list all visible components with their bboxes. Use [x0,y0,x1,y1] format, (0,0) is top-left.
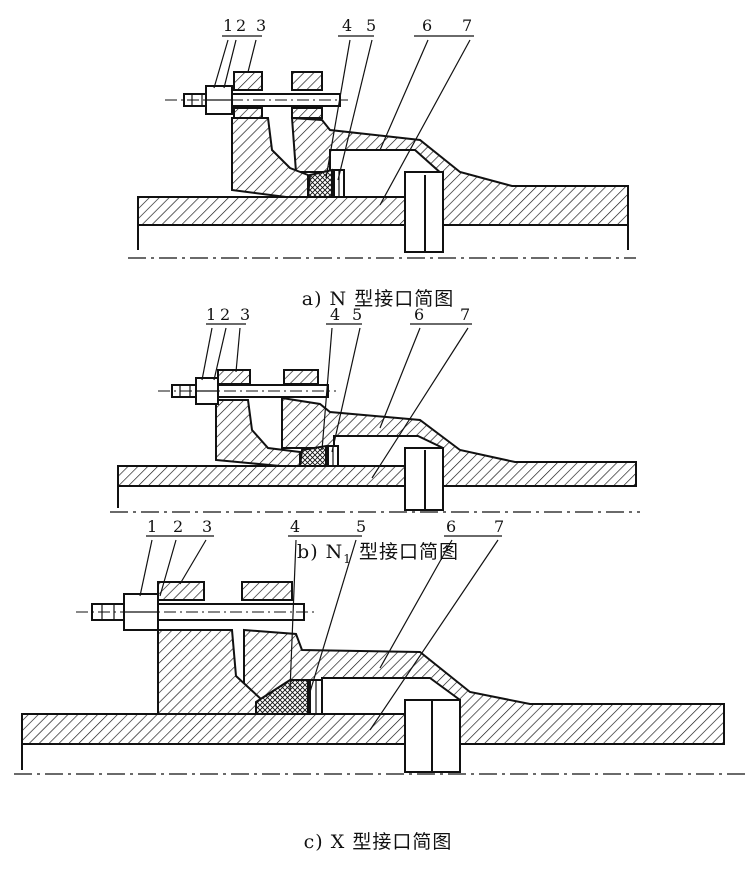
pipe-wall-a [137,196,409,226]
callout-b-6: 6 [414,305,424,324]
callout-b-1: 1 [206,305,216,324]
caption-b-suffix: 型接口简图 [351,541,459,563]
callout-a-7: 7 [462,16,472,35]
callout-c-3: 3 [202,517,212,536]
figure-a-n-type [128,35,636,259]
callout-c-7: 7 [494,517,504,536]
caption-b: b) N1 型接口简图 [0,537,756,566]
figure-c-x-type [14,535,748,775]
rubber-ring-b [298,444,327,467]
callout-c-1: 1 [147,517,157,536]
gland-a [231,117,309,198]
callout-b-5: 5 [352,305,362,324]
callout-b-4: 4 [330,305,340,324]
rubber-ring-a [306,168,333,198]
callouts-a: 1 2 3 4 5 6 7 [223,16,472,35]
callout-a-1: 1 [223,16,233,35]
callout-c-5: 5 [356,517,366,536]
callout-b-3: 3 [240,305,250,324]
callout-c-4: 4 [290,517,300,536]
callout-a-2: 2 [236,16,246,35]
pipe-wall-b [117,465,409,487]
caption-a: a) N 型接口简图 [301,288,455,310]
caption-c: c) X 型接口简图 [303,831,453,853]
rubber-ring-c [255,679,309,715]
callout-c-6: 6 [446,517,456,536]
callout-a-6: 6 [422,16,432,35]
callout-a-5: 5 [366,16,376,35]
callouts-c: 1 2 3 4 5 6 7 [147,517,504,536]
callout-a-3: 3 [256,16,266,35]
pipe-wall-c [21,713,409,745]
caption-b-prefix: b) N [297,541,344,563]
socket-ear-a [291,71,323,91]
callout-b-2: 2 [220,305,230,324]
callouts-b: 1 2 3 4 5 6 7 [206,305,470,324]
gland-b [215,399,301,467]
callout-b-7: 7 [460,305,470,324]
figure-b-n1-type [110,323,640,513]
callout-c-2: 2 [173,517,183,536]
callout-a-4: 4 [342,16,352,35]
caption-b-subscript: 1 [343,551,352,566]
